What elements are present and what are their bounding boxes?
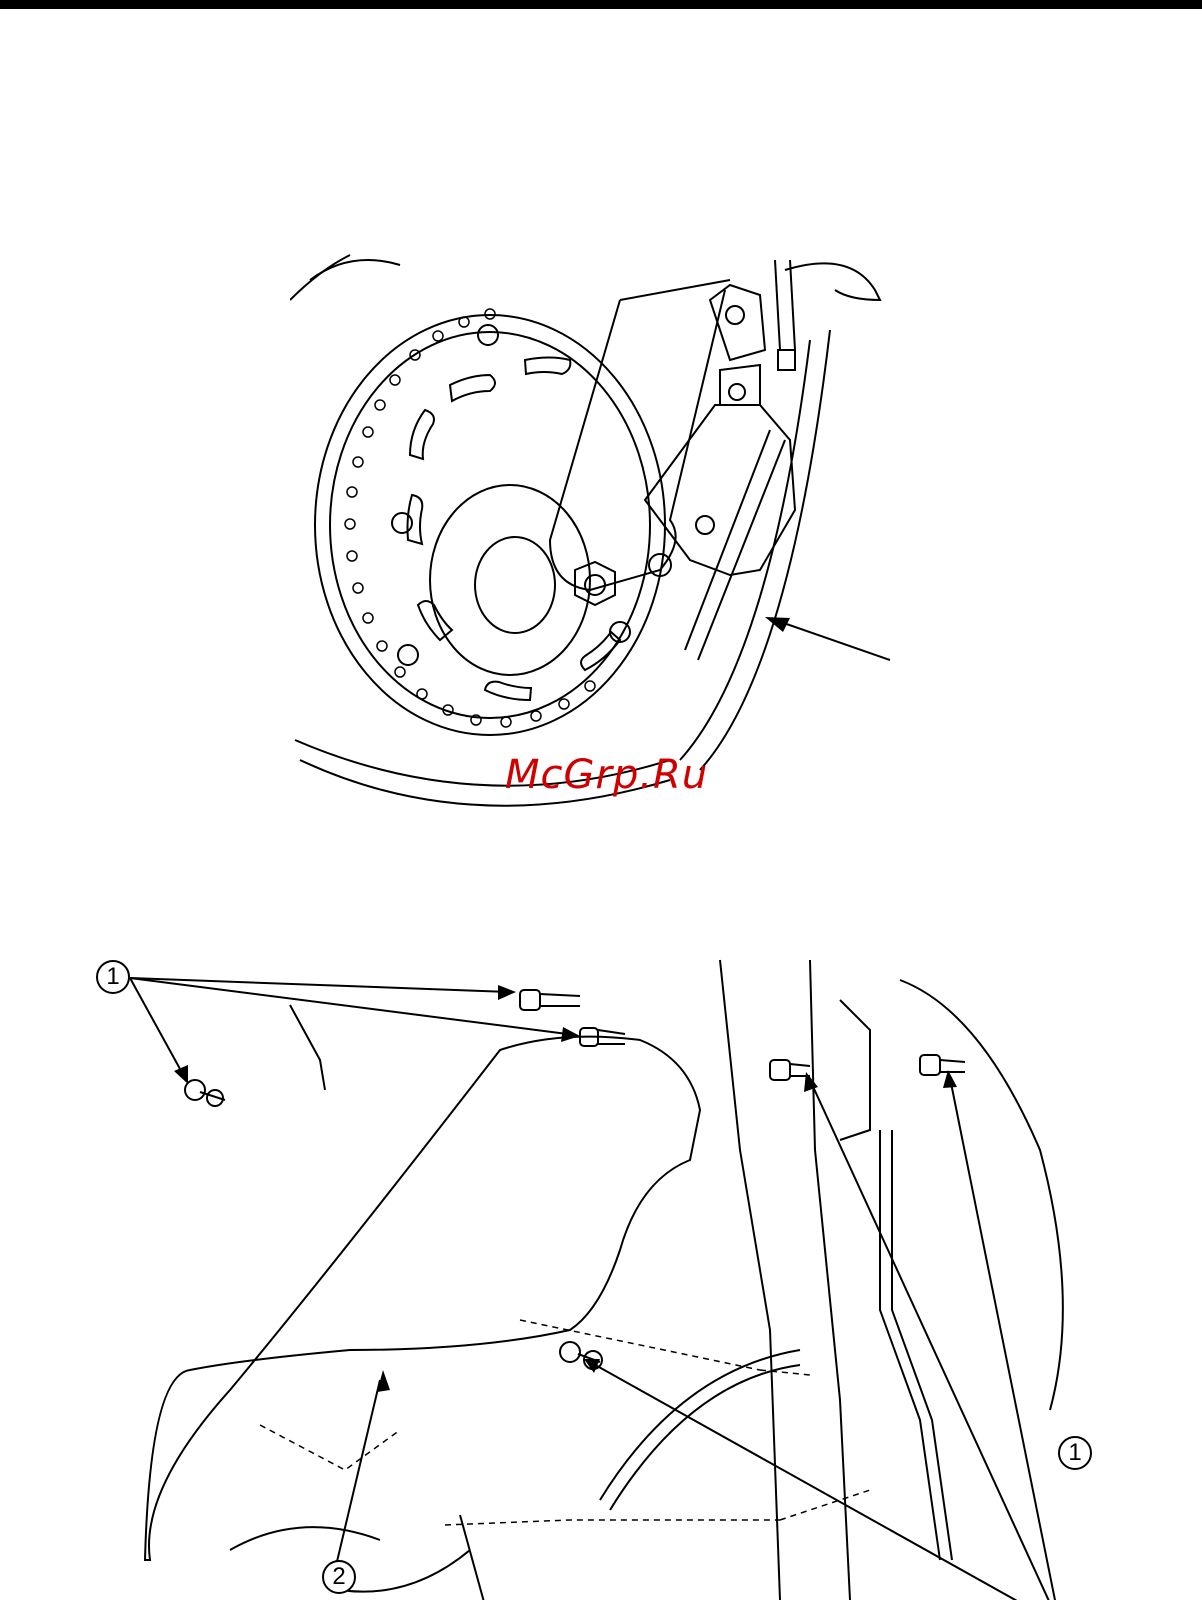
brake-disc-figure <box>290 240 910 810</box>
callout-bolt-bottom-right: 1 <box>1058 1436 1092 1470</box>
callout-fender: 2 <box>322 1560 356 1594</box>
front-brake-disc-and-caliper-illustration <box>290 240 910 810</box>
watermark: McGrp.Ru <box>505 752 708 798</box>
front-fender-figure <box>80 950 1120 1600</box>
callout-bolt-top-left: 1 <box>96 960 130 994</box>
page-top-rule <box>0 0 1202 9</box>
front-fender-exploded-illustration <box>80 950 1120 1600</box>
